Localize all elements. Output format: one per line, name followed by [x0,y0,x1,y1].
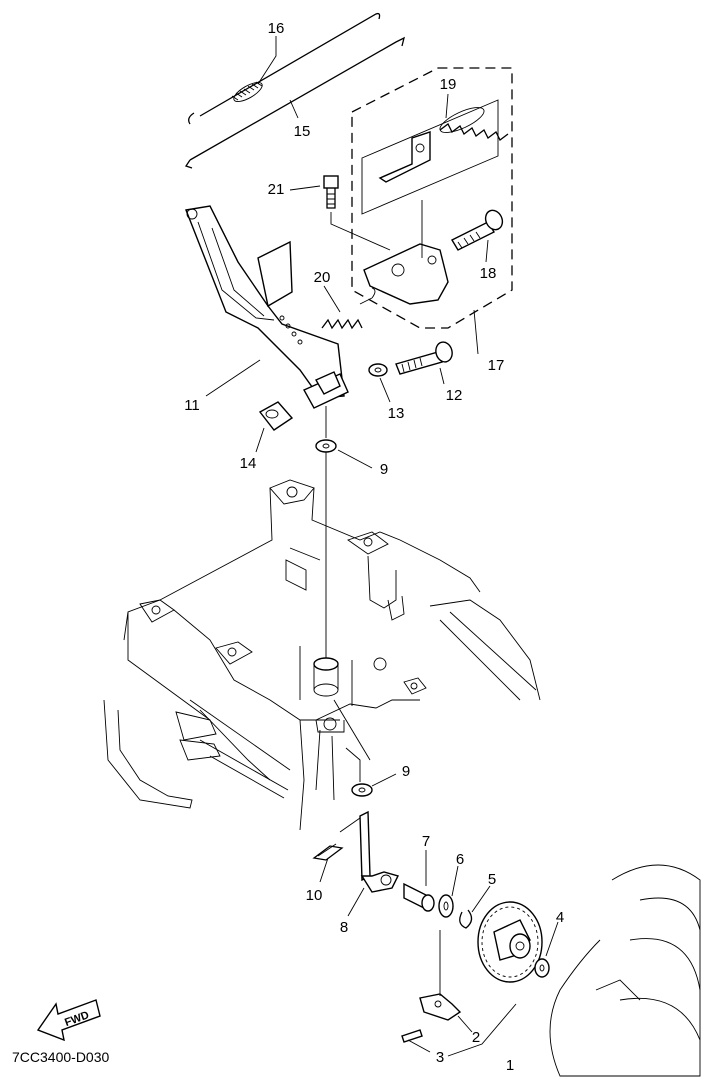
control-rod-16 [188,12,381,125]
bolt-21 [323,175,391,251]
diagram-code: 7CC3400-D030 [12,1049,109,1065]
callout-18: 18 [480,265,497,282]
washer-6 [438,894,454,918]
callout-2: 2 [472,1029,480,1046]
shaft-8 [339,810,400,893]
callout-20: 20 [314,269,331,286]
callout-19: 19 [440,76,457,93]
crankcase-cover [549,864,701,1077]
spring-20 [321,287,376,330]
gear-1 [477,901,543,983]
callout-5: 5 [488,871,496,888]
callout-10: 10 [306,887,323,904]
lever-arm-11 [185,205,349,409]
callouts: 16 15 19 21 18 20 17 11 12 13 14 9 9 7 6… [184,20,564,1074]
callout-12: 12 [446,387,463,404]
bracket-17 [363,200,449,305]
circlip-5 [459,909,473,929]
callout-4: 4 [556,909,564,926]
callout-21: 21 [268,181,285,198]
bushing-14 [258,401,294,431]
callout-8: 8 [340,919,348,936]
callout-3: 3 [436,1049,444,1066]
spring-19 [439,107,509,141]
callout-1: 1 [506,1057,514,1074]
callout-9-upper: 9 [380,461,388,478]
callout-13: 13 [388,405,405,422]
callout-16: 16 [268,20,285,37]
callout-15: 15 [294,123,311,140]
plate-2 [419,930,462,1021]
washer-13 [368,363,388,377]
crankcase-housing [103,479,541,831]
callout-11: 11 [184,397,200,414]
callout-9-lower: 9 [402,763,410,780]
pin-3 [401,1029,423,1043]
leader-lines [205,36,559,1057]
bolt-12 [395,341,453,375]
washer-9-upper [315,406,337,660]
callout-17: 17 [488,357,505,374]
callout-7: 7 [422,833,430,850]
clip-10 [312,843,344,861]
fwd-arrow-icon: FWD [36,999,101,1042]
callout-14: 14 [240,455,257,472]
bracket-inset-19 [361,99,499,215]
callout-6: 6 [456,851,464,868]
washer-9-lower [345,747,373,797]
bolt-18 [451,209,504,251]
washer-4 [534,958,550,978]
pin-7 [403,882,435,912]
control-rod-15 [184,36,405,169]
